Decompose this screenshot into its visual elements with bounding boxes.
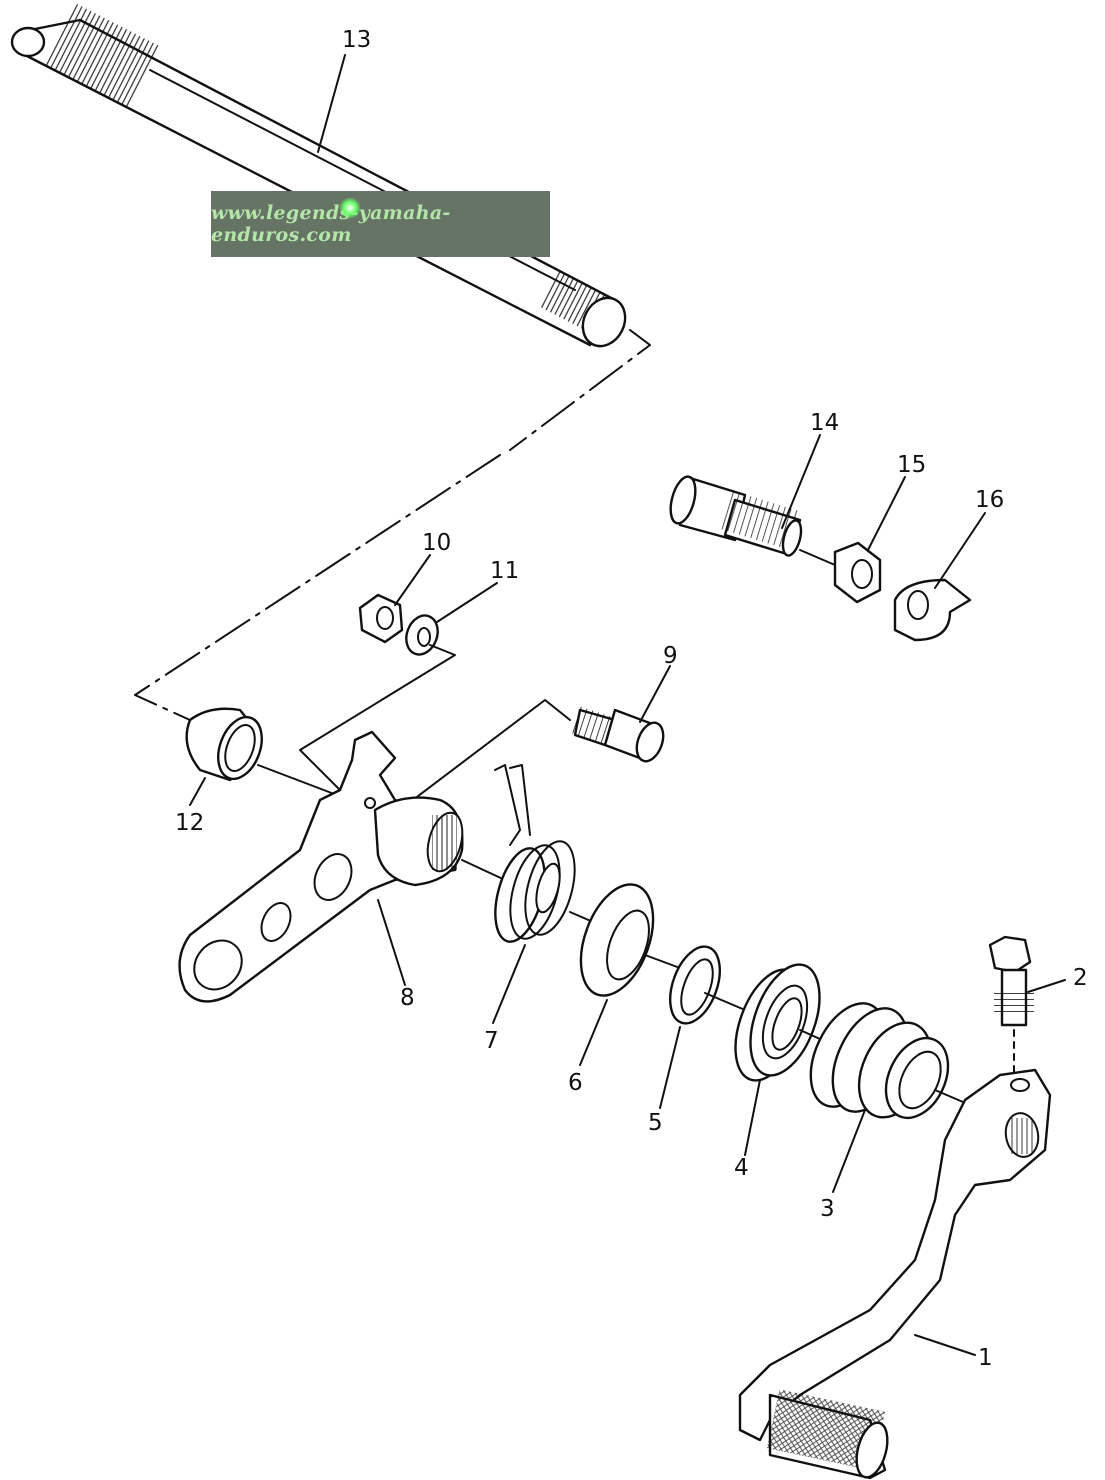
bushing-12	[185, 707, 263, 782]
lever-arm-8	[178, 730, 464, 1003]
callout-9: 9	[663, 643, 678, 669]
nut-10	[358, 593, 404, 644]
hex-nut-15	[833, 541, 882, 604]
callout-6: 6	[568, 1070, 583, 1096]
callout-13: 13	[342, 27, 371, 53]
bolt-2	[988, 935, 1034, 1027]
lock-washer-16	[893, 578, 972, 642]
oil-seal-4	[734, 963, 821, 1082]
callout-1: 1	[978, 1345, 993, 1371]
callout-5: 5	[648, 1110, 663, 1136]
washer-11	[405, 614, 439, 656]
washer-5	[669, 945, 721, 1025]
callout-2: 2	[1073, 965, 1088, 991]
callout-15: 15	[897, 452, 926, 478]
callout-4: 4	[734, 1155, 749, 1181]
kick-crank-1	[738, 1068, 1052, 1480]
pivot-pin-9	[571, 706, 665, 763]
callout-14: 14	[810, 410, 839, 436]
watermark-text: www.legends-yamaha-enduros.com	[211, 202, 451, 246]
glow-icon	[339, 197, 361, 219]
adjust-bolt	[669, 475, 803, 557]
callout-16: 16	[975, 487, 1004, 513]
leader-lines	[189, 54, 1066, 1356]
callout-11: 11	[490, 558, 519, 584]
callout-12: 12	[175, 810, 204, 836]
dust-boot-3	[809, 1002, 950, 1120]
washer-6	[579, 883, 655, 997]
callout-3: 3	[820, 1196, 835, 1222]
callout-10: 10	[422, 530, 451, 556]
watermark-banner: www.legends-yamaha-enduros.com	[211, 191, 550, 257]
kick-axle-shaft	[10, 3, 627, 348]
callout-8: 8	[400, 985, 415, 1011]
spring-7	[494, 764, 576, 943]
callout-7: 7	[484, 1028, 499, 1054]
